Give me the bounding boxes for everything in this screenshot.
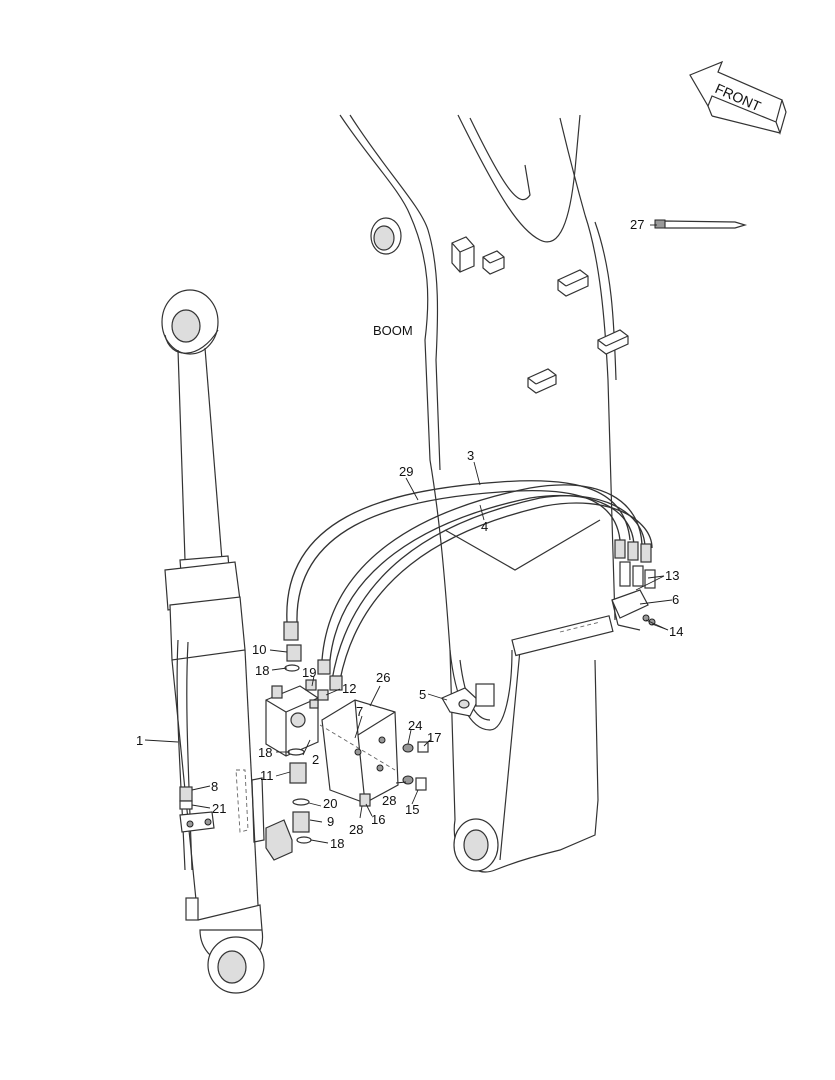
mounting-bracket	[319, 699, 399, 804]
boom-label: BOOM	[373, 323, 413, 338]
callout-5: 5	[419, 687, 426, 702]
leader-lines	[144, 224, 673, 844]
callout-24: 24	[408, 718, 422, 733]
clamp	[441, 683, 495, 717]
callout-8: 8	[211, 779, 218, 794]
callout-1: 1	[136, 733, 143, 748]
callout-16: 16	[371, 812, 385, 827]
boom: BOOM	[339, 114, 617, 873]
callout-13: 13	[665, 568, 679, 583]
callout-6: 6	[672, 592, 679, 607]
hoses	[286, 480, 653, 681]
callout-9: 9	[327, 814, 334, 829]
cable-tie	[654, 219, 748, 229]
hose-fittings-left	[283, 621, 343, 691]
callout-26: 26	[376, 670, 390, 685]
cylinder-fittings	[179, 786, 215, 833]
callout-17: 17	[427, 730, 441, 745]
callout-27: 27	[630, 217, 644, 232]
callout-21: 21	[212, 801, 226, 816]
callout-18-top: 18	[255, 663, 269, 678]
callout-18-middle: 18	[258, 745, 272, 760]
cylinder-bracket	[235, 769, 293, 861]
callout-2: 2	[312, 752, 319, 767]
callout-11: 11	[260, 768, 274, 783]
callout-12: 12	[342, 681, 356, 696]
boom-cylinder	[161, 289, 265, 994]
callout-labels: 1 2 3 4 5 6 7 8 9 10 11 12 13 14 15 16 1…	[136, 217, 683, 851]
valve-block	[265, 685, 319, 757]
callout-29: 29	[399, 464, 413, 479]
callout-19: 19	[302, 665, 316, 680]
callout-15: 15	[405, 802, 419, 817]
small-fittings	[305, 679, 329, 709]
callout-7: 7	[356, 704, 363, 719]
callout-14: 14	[669, 624, 683, 639]
callout-4: 4	[481, 519, 488, 534]
callout-28-left: 28	[349, 822, 363, 837]
callout-10: 10	[252, 642, 266, 657]
fittings-column	[284, 644, 312, 844]
hose-fittings-right	[611, 539, 656, 631]
callout-28-right: 28	[382, 793, 396, 808]
boom-blocks	[451, 236, 629, 394]
callout-18-bottom: 18	[330, 836, 344, 851]
callout-20: 20	[323, 796, 337, 811]
callout-3: 3	[467, 448, 474, 463]
front-arrow: FRONT	[689, 60, 787, 135]
